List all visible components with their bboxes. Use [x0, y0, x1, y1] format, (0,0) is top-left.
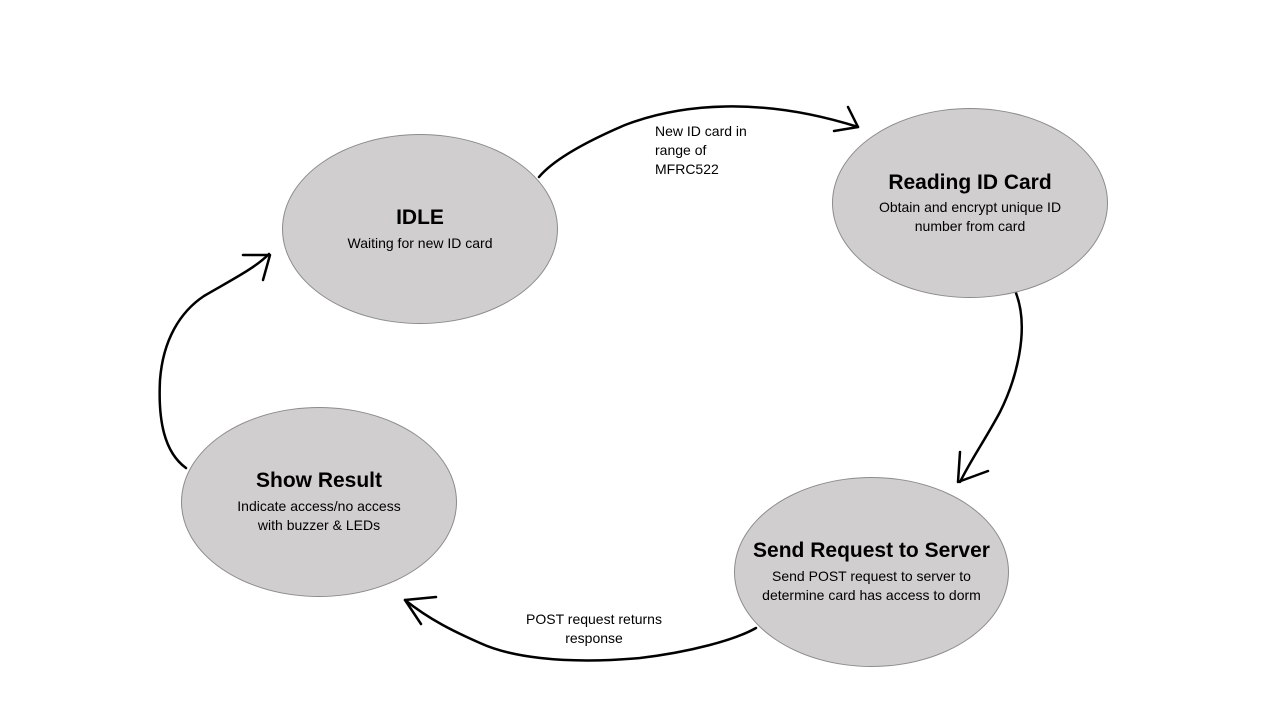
state-send-title: Send Request to Server [753, 539, 990, 562]
state-reading-description: Obtain and encrypt unique ID number from… [878, 198, 1062, 234]
state-reading-id-card: Reading ID Card Obtain and encrypt uniqu… [832, 108, 1108, 298]
arrowhead-send-to-result [403, 595, 438, 626]
state-result-description: Indicate access/no access with buzzer & … [237, 498, 401, 533]
state-show-result: Show Result Indicate access/no access wi… [181, 407, 457, 597]
arrow-idle-to-reading [537, 105, 860, 179]
arrow-send-to-result [403, 598, 758, 662]
arrowhead-idle-to-reading [832, 105, 860, 133]
state-reading-title: Reading ID Card [888, 170, 1052, 194]
state-result-title: Show Result [255, 469, 382, 492]
arrow-result-to-idle [158, 252, 271, 470]
state-send-request: Send Request to Server Send POST request… [734, 477, 1009, 667]
state-idle: IDLE Waiting for new ID card [282, 134, 558, 324]
state-idle-description: Waiting for new ID card [347, 234, 493, 251]
arrowhead-reading-to-send [956, 450, 990, 484]
state-send-description: Send POST request to server to determine… [762, 568, 981, 603]
arrowhead-result-to-idle [241, 253, 272, 282]
arrow-reading-to-send [958, 291, 1023, 484]
transition-label-idle-to-reading: New ID card in range of MFRC522 [655, 123, 747, 177]
transition-label-send-to-result: POST request returns response [526, 611, 662, 646]
state-idle-title: IDLE [396, 205, 444, 229]
